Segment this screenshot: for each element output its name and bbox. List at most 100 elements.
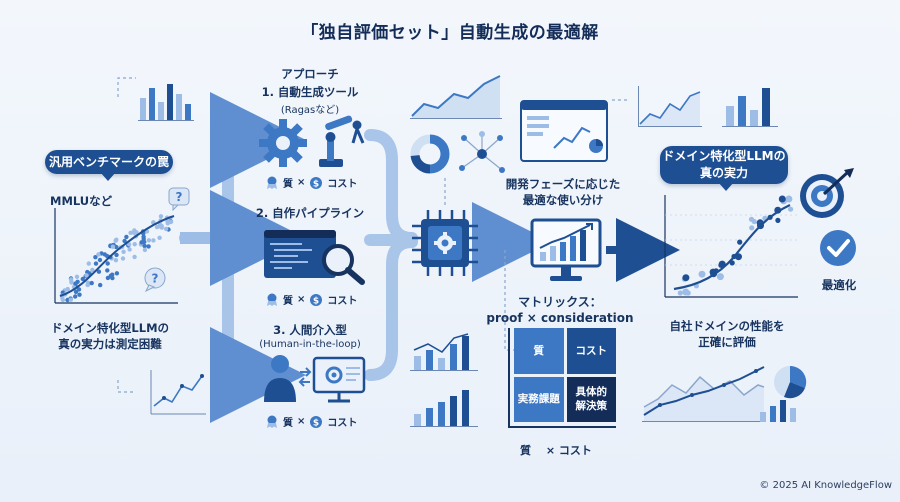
approach-3-title: 3. 人間介入型 <box>273 323 347 337</box>
scatter-dot <box>698 270 706 278</box>
optimize-label: 最適化 <box>821 278 857 292</box>
matrix-heading-line2: proof × consideration <box>486 311 634 325</box>
scatter-dot <box>751 218 757 225</box>
scatter-dot <box>113 258 119 263</box>
scatter-dot <box>749 225 755 231</box>
scatter-dot <box>84 273 89 278</box>
times-symbol: × <box>297 177 306 188</box>
robot-arm-icon <box>319 115 365 167</box>
donut-chart-icon <box>410 134 450 174</box>
matrix-heading: マトリックス： proof × consideration <box>470 294 650 326</box>
proof-consideration-matrix: 質 コスト 実務課題 具体的 解決策 <box>508 328 616 428</box>
left-caption-line1: ドメイン特化型LLMの <box>50 321 170 335</box>
scatter-dot <box>139 240 144 245</box>
quality-medal-icon <box>267 415 277 428</box>
scatter-dot <box>73 289 79 294</box>
matrix-axis-label: 質 × コスト <box>520 444 592 457</box>
scatter-dot <box>113 238 118 243</box>
true-ability-pill: ドメイン特化型LLMの 真の実力 <box>660 146 788 184</box>
question-circle-icon: ? <box>144 267 166 292</box>
svg-text:$: $ <box>313 296 319 306</box>
approach-1-sub: (Ragasなど) <box>280 105 340 116</box>
scatter-dot <box>114 271 120 276</box>
scatter-dot <box>73 294 78 299</box>
copyright-text: © 2025 AI KnowledgeFlow <box>759 480 892 491</box>
scatter-dot <box>788 206 794 212</box>
matrix-cell-practical-issue: 実務課題 <box>514 376 564 422</box>
area-chart-icon <box>410 75 502 119</box>
scatter-dot <box>77 292 82 297</box>
approach-heading: アプローチ <box>281 67 339 81</box>
scatter-dot <box>76 287 82 292</box>
mmlu-label: MMLUなど <box>50 194 113 208</box>
scatter-dot <box>98 282 103 288</box>
bar-line-chart-icon <box>410 333 478 371</box>
scatter-dot <box>718 262 724 268</box>
right-caption: 自社ドメインの性能を 正確に評価 <box>652 318 802 350</box>
scatter-dot <box>74 274 80 279</box>
scatter-dot <box>132 254 137 260</box>
scatter-dot <box>93 261 99 266</box>
scatter-dot <box>90 267 95 273</box>
bar-chart-icon-2 <box>410 390 478 427</box>
scatter-dot <box>96 252 101 257</box>
benchmark-scatter-chart <box>54 208 178 304</box>
coin-stack-icon: $ <box>310 293 323 306</box>
scatter-dot <box>151 238 156 243</box>
scatter-dot <box>142 243 147 249</box>
scatter-dot <box>80 276 85 282</box>
times-symbol: × <box>297 416 306 427</box>
scatter-dot <box>86 261 91 266</box>
left-caption-line2: 真の実力は測定困難 <box>58 337 162 351</box>
scatter-dot <box>105 275 111 281</box>
check-circle-icon <box>820 230 856 266</box>
true-ability-line2: 真の実力 <box>699 166 748 180</box>
ai-chip-icon <box>412 210 478 276</box>
scatter-dot <box>121 249 126 254</box>
scatter-dot <box>165 221 170 226</box>
matrix-solution-line1: 具体的 <box>575 386 608 399</box>
quality-label: 質 <box>283 296 293 307</box>
scatter-dot <box>65 297 70 303</box>
scatter-dot <box>97 257 103 263</box>
coin-stack-icon: $ <box>310 415 323 428</box>
scatter-dot <box>134 230 139 235</box>
scatter-dot <box>65 286 70 292</box>
scatter-dot <box>85 282 90 288</box>
scatter-dot <box>146 238 152 243</box>
scatter-dot <box>102 252 107 257</box>
svg-text:?: ? <box>152 272 159 286</box>
quality-label: 質 <box>283 418 293 429</box>
quality-label: 質 <box>283 179 293 190</box>
scatter-dot <box>775 217 781 223</box>
approach-3-sub: (Human-in-the-loop) <box>259 339 361 350</box>
scatter-dot <box>93 255 98 260</box>
approach-2-title: 2. 自作パイプライン <box>255 206 365 220</box>
scatter-dot <box>69 280 74 285</box>
scatter-dot <box>113 244 119 250</box>
scatter-dot <box>127 247 132 252</box>
matrix-solution-line2: 解決策 <box>575 400 608 413</box>
monitor-chart-icon <box>530 218 602 281</box>
phase-caption: 開発フェーズに応じた 最適な使い分け <box>498 176 628 208</box>
mini-line-chart-icon <box>150 370 206 415</box>
matrix-cell-cost: コスト <box>566 328 616 374</box>
quality-medal-icon <box>267 293 277 306</box>
left-caption: ドメイン特化型LLMの 真の実力は測定困難 <box>25 320 195 352</box>
scatter-dot <box>128 230 133 235</box>
question-bubble-icon: ? <box>168 187 190 211</box>
pill-pointer-right <box>718 182 734 191</box>
scatter-dot <box>124 234 129 240</box>
scatter-dot <box>68 297 73 302</box>
benchmark-trap-pill: 汎用ベンチマークの罠 <box>45 150 173 174</box>
approach-2-tradeoff: 質 × $ コスト <box>265 292 357 307</box>
approach-3-tradeoff: 質 × $ コスト <box>265 414 357 429</box>
svg-text:?: ? <box>176 190 183 204</box>
cost-label: コスト <box>327 418 358 429</box>
scatter-dot <box>110 244 116 249</box>
phase-caption-line2: 最適な使い分け <box>522 193 604 207</box>
code-window-magnifier-icon <box>264 230 365 285</box>
scatter-dot <box>105 261 110 266</box>
